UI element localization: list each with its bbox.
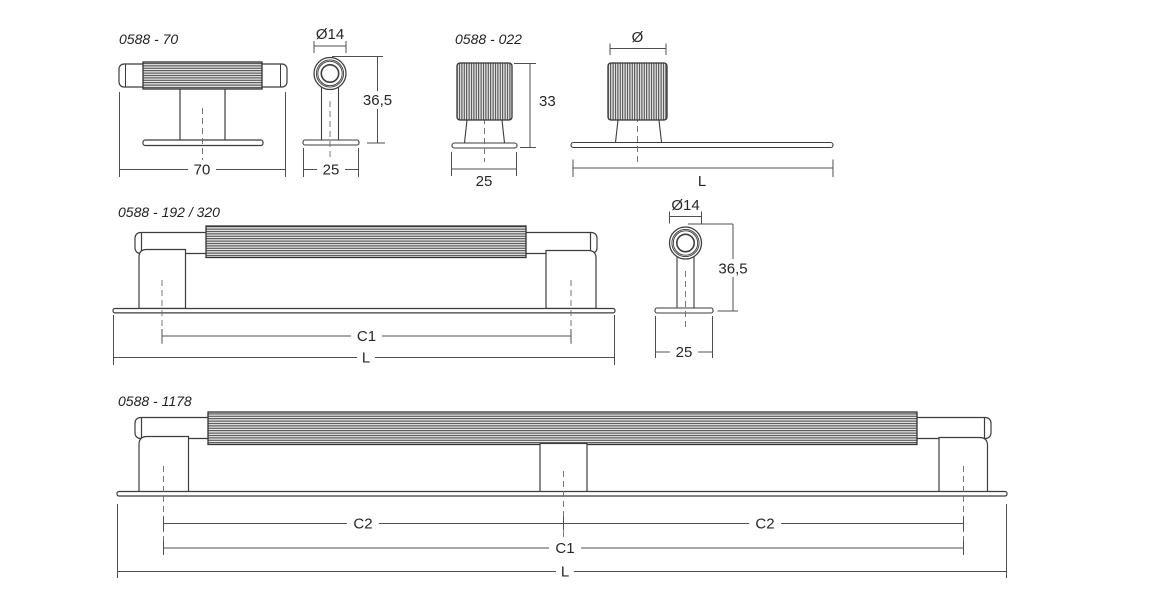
long-base-rail [116, 490, 1008, 497]
label-backing [351, 328, 382, 344]
label-backing [549, 540, 581, 556]
label-backing [188, 161, 216, 178]
product-code-0588-1178: 0588 - 1178 [118, 393, 192, 409]
dim-label-25-2: 25 [676, 344, 693, 361]
tbar-side-stem [321, 80, 339, 140]
dim-label-length: L [362, 350, 370, 367]
tbar-side-diameter-dimension [313, 41, 347, 53]
dim-label-plate-length: L [698, 173, 706, 190]
dim-label-70: 70 [194, 162, 211, 179]
knob-backplate-rail [570, 141, 834, 149]
label-backing [670, 343, 698, 361]
label-backing [556, 563, 574, 581]
dim-label-diameter-14: Ø14 [316, 26, 344, 43]
label-backing [749, 515, 781, 533]
dim-label-36-5-2: 36,5 [718, 261, 747, 278]
dim-label-c2-left: C2 [353, 516, 372, 533]
dim-label-diameter: Ø [632, 29, 644, 46]
label-backing [357, 349, 375, 366]
knob-mounted-view: Ø L [570, 29, 834, 190]
side-bar-end [668, 226, 703, 260]
dim-label-36-5: 36,5 [363, 92, 392, 109]
knob-mounted-neck [614, 119, 663, 144]
dim-label-knob-25: 25 [476, 173, 493, 190]
bar-knurled-grip [205, 225, 527, 259]
side-stem-fill [677, 250, 694, 308]
long-post-left [138, 435, 190, 493]
label-backing [360, 91, 395, 109]
dim-label-c1: C1 [357, 328, 376, 345]
tbar-side-view: Ø14 36,5 25 [302, 26, 395, 179]
dim-label-diameter-14-2: Ø14 [671, 197, 699, 214]
knob-base-dimension [451, 152, 517, 176]
knob-plate-length-dimension [572, 159, 834, 177]
dim-label-length-long: L [561, 564, 569, 581]
knob-knurled-body [456, 62, 513, 121]
base-rail [112, 307, 616, 314]
tbar-base-plate [142, 139, 264, 147]
c2-dimension [163, 516, 964, 531]
knob-front-view: 0588 - 022 33 25 [451, 31, 556, 190]
knob-mounted-knurled-body [607, 62, 668, 121]
side-diameter-dimension [669, 211, 702, 224]
long-bar-knurled-grip [207, 411, 918, 446]
dim-label-c2-right: C2 [755, 516, 774, 533]
side-base-plate [654, 307, 714, 314]
label-backing [347, 515, 379, 533]
tbar-side-bar-end [313, 56, 347, 91]
tbar-side-base-plate [302, 139, 360, 146]
product-code-0588-192-320: 0588 - 192 / 320 [118, 204, 220, 220]
bar-handle-side-view: Ø14 36,5 25 [654, 197, 751, 361]
long-bar-front-view: 0588 - 1178 C2 C2 C [116, 393, 1008, 581]
knob-diameter-dimension [609, 43, 667, 55]
product-code-0588-022: 0588 - 022 [455, 31, 522, 47]
knob-height-dimension [514, 63, 536, 148]
tbar-knurled-grip [142, 61, 263, 90]
bar-handle-front-view: 0588 - 192 / 320 C1 L [112, 204, 616, 367]
mounting-post-right [545, 249, 597, 310]
dim-label-25: 25 [323, 162, 340, 179]
dim-label-33: 33 [539, 93, 556, 110]
product-code-0588-70: 0588 - 70 [119, 31, 178, 47]
tbar-front-view: 0588 - 70 70 [118, 31, 288, 179]
long-post-right [938, 436, 989, 493]
dim-label-c1-long: C1 [555, 540, 574, 557]
label-backing [715, 259, 751, 277]
label-backing [317, 161, 345, 178]
mounting-post-left [138, 248, 187, 310]
